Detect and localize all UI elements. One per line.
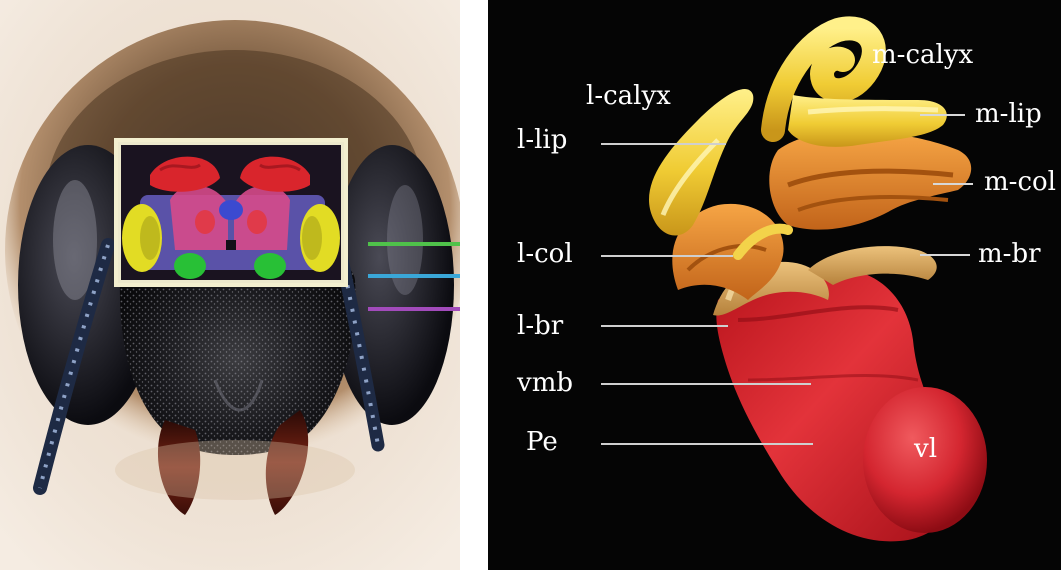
label-l-lip: l-lip [517,126,567,154]
leader-line-pe [601,443,813,445]
bee-head-illustration [0,0,460,570]
label-l-br: l-br [517,312,563,340]
label-l-calyx: l-calyx [586,82,671,110]
mushroom-body-rendering [488,0,1061,570]
leader-line-l-lip [601,143,726,145]
bee-head-photo-panel [0,0,460,570]
label-vl: vl [914,435,937,463]
label-pe: Pe [526,428,558,456]
label-m-calyx: m-calyx [872,41,973,69]
label-m-col: m-col [984,168,1056,196]
leader-line-m-col [933,183,973,185]
leader-line-m-lip [920,114,965,116]
leader-line-l-br [601,325,728,327]
mushroom-body-3d-panel: l-calyx m-calyx l-lip m-lip m-col l-col … [488,0,1061,570]
label-m-br: m-br [978,240,1041,268]
leader-line-m-br [920,254,970,256]
label-m-lip: m-lip [975,100,1042,128]
label-vmb: vmb [517,369,573,397]
label-l-col: l-col [517,240,573,268]
leader-line-l-col [601,255,733,257]
leader-line-vmb [601,383,811,385]
